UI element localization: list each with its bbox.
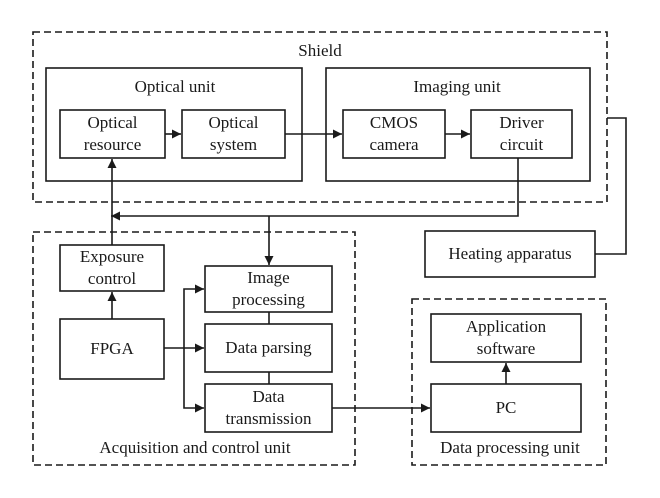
cmos-camera-label: CMOS camera [369, 113, 419, 154]
optical-unit-box [45, 67, 303, 182]
fpga-to-image-processing [183, 284, 204, 348]
imaging-unit-label: Imaging unit [413, 77, 501, 96]
data-parsing-label: Data parsing [225, 338, 312, 357]
data-transmission-label: Data transmission [225, 387, 312, 428]
shield-container [32, 31, 608, 203]
image-processing-label: Image processing [232, 268, 305, 309]
data-processing-container [411, 298, 607, 466]
application-software-label: Application software [465, 317, 547, 358]
pc-label: PC [495, 398, 517, 417]
driver-circuit-box [470, 109, 573, 159]
acquisition-unit-label: Acquisition and control unit [99, 438, 291, 457]
data-processing-unit-label: Data processing unit [440, 438, 580, 457]
driver-circuit-label: Driver circuit [499, 113, 544, 154]
optical-system-label: Optical system [208, 113, 259, 154]
imaging-unit-box [325, 67, 591, 182]
optical-resource-label: Optical resource [83, 113, 142, 154]
optical-unit-label: Optical unit [134, 77, 216, 96]
fpga-to-transmission [183, 348, 204, 413]
application-software-box [430, 313, 582, 363]
heating-apparatus-label: Heating apparatus [448, 244, 572, 263]
exposure-control-label: Exposure control [79, 247, 145, 288]
shield-label: Shield [298, 41, 342, 60]
driver-feedback-line [111, 158, 519, 221]
fpga-label: FPGA [90, 339, 134, 358]
heating-connector [595, 117, 627, 255]
acquisition-container [32, 231, 356, 466]
